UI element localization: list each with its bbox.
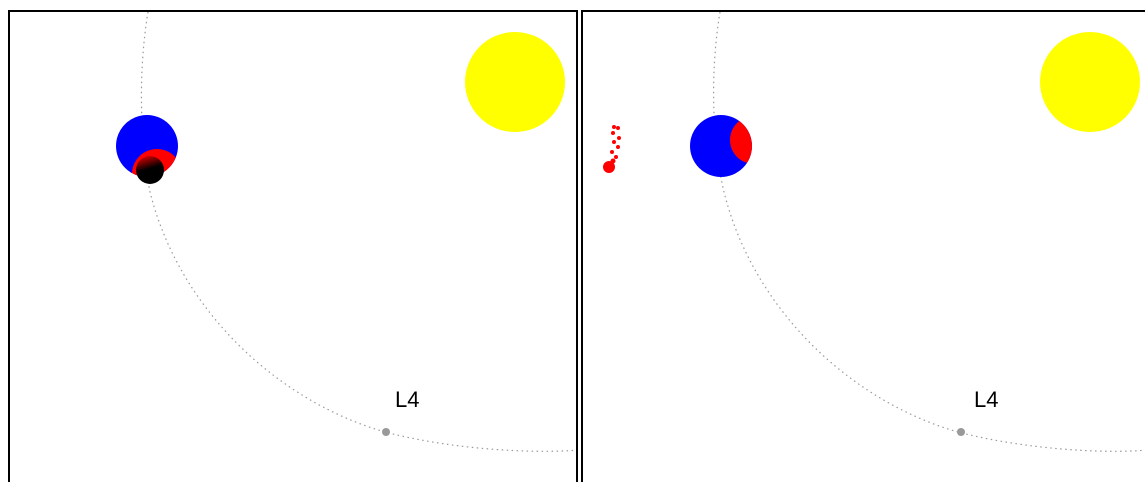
debris-trail (603, 125, 621, 173)
l4-label: L4 (974, 387, 999, 412)
diagram-canvas-right (603, 12, 1145, 452)
impact-region (730, 116, 752, 164)
sun (1040, 32, 1140, 132)
l4-point (957, 428, 965, 436)
simulation-panel-left: L4 (8, 10, 578, 482)
impactor-dark-body (136, 156, 164, 184)
l4-point (382, 428, 390, 436)
l4-label: L4 (395, 387, 420, 412)
diagram-canvas-left (116, 12, 576, 452)
orbit-path (712, 12, 1145, 452)
simulation-panel-right: L4 (581, 10, 1145, 482)
sun (465, 32, 565, 132)
